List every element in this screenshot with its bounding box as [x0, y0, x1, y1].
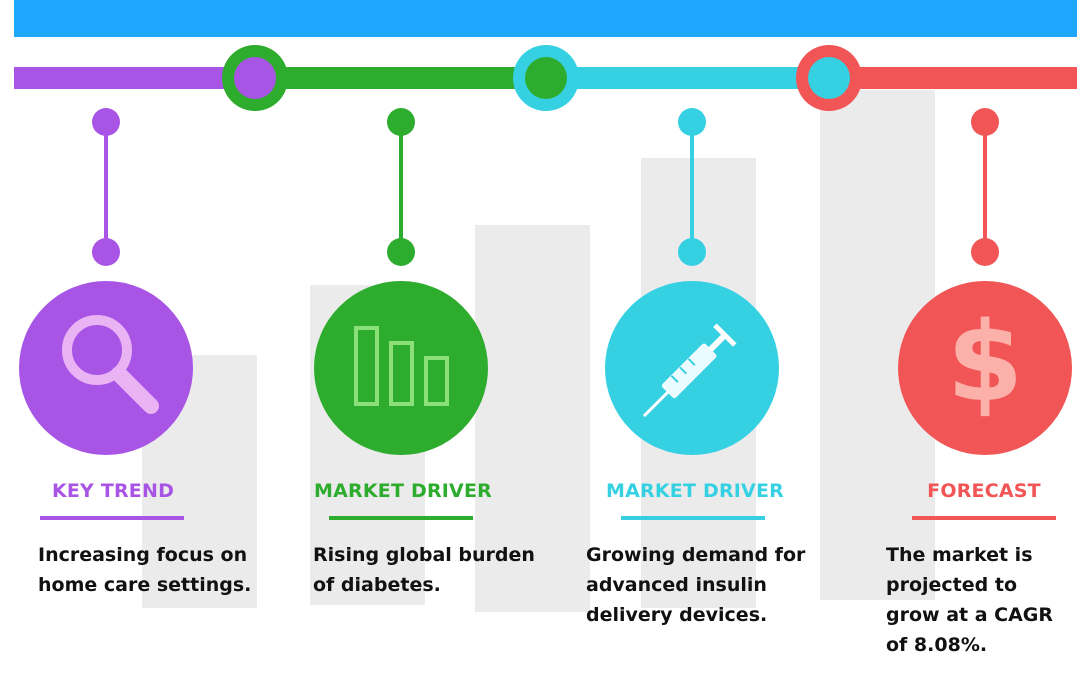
timeline-segment-green: [259, 67, 549, 89]
background-bar-3: [475, 225, 590, 612]
timeline-segment-purple: [14, 67, 259, 89]
timeline-knob-1: [222, 45, 288, 111]
syringe-icon: [605, 281, 779, 455]
pin-connector-1: [92, 108, 120, 266]
column-1-rule: [40, 516, 184, 520]
timeline-segment-cyan: [549, 67, 831, 89]
pin-connector-4: [971, 108, 999, 266]
column-3: MARKET DRIVER Growing demand for advance…: [586, 476, 826, 630]
magnifier-icon: [19, 281, 193, 455]
timeline-knob-2: [513, 45, 579, 111]
column-1-title: KEY TREND: [51, 480, 175, 502]
pin-connector-3: [678, 108, 706, 266]
column-1: KEY TREND Increasing focus on home care …: [38, 476, 278, 600]
svg-text:$: $: [947, 298, 1024, 426]
column-3-rule: [621, 516, 765, 520]
column-2-rule: [329, 516, 473, 520]
timeline-knob-3: [796, 45, 862, 111]
column-1-description: Increasing focus on home care settings.: [38, 544, 252, 596]
pin-connector-2: [387, 108, 415, 266]
column-4-rule: [912, 516, 1056, 520]
column-2-title: MARKET DRIVER: [314, 480, 492, 502]
column-4-title: FORECAST: [927, 480, 1041, 502]
column-4: FORECAST The market is projected to grow…: [886, 476, 1080, 660]
column-2-description: Rising global burden of diabetes.: [313, 544, 535, 596]
timeline-segment-red: [831, 67, 1077, 89]
dollar-sign-icon: $: [898, 281, 1072, 455]
bar-chart-icon: [314, 281, 488, 455]
column-3-description: Growing demand for advanced insulin deli…: [586, 544, 806, 626]
column-2: MARKET DRIVER Rising global burden of di…: [313, 476, 553, 600]
column-3-title: MARKET DRIVER: [606, 480, 784, 502]
column-4-description: The market is projected to grow at a CAG…: [886, 544, 1054, 656]
header-bar: [14, 0, 1077, 37]
